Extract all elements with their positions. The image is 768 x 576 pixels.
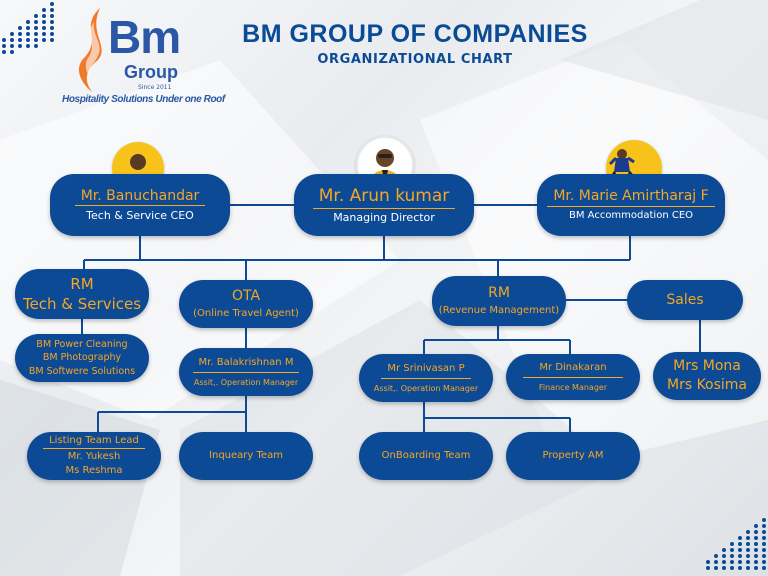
node-inqueary-team[interactable]: Inqueary Team — [179, 432, 313, 480]
node-rm-revenue[interactable]: RM (Revenue Management) — [432, 276, 566, 326]
tech-unit-1: BM Power Cleaning — [36, 338, 128, 350]
node-srinivasan[interactable]: Mr Srinivasan P Assit,. Operation Manage… — [359, 354, 493, 402]
rm-tech-line1: RM — [70, 275, 94, 293]
sales-member-2: Mrs Kosima — [666, 377, 748, 393]
acc-ceo-name: Mr. Marie Amirtharaj F — [547, 188, 715, 207]
ota-subtitle: (Online Travel Agent) — [193, 307, 299, 319]
md-name: Mr. Arun kumar — [312, 186, 456, 209]
listing-member-2: Ms Reshma — [65, 465, 123, 476]
srini-name: Mr Srinivasan P — [381, 363, 471, 379]
bala-name: Mr. Balakrishnan M — [192, 357, 300, 373]
company-logo: Bm Group Since 2011 Hospitality Solution… — [58, 4, 225, 110]
logo-group-text: Group — [124, 62, 178, 82]
md-role: Managing Director — [333, 210, 435, 224]
node-managing-director[interactable]: Mr. Arun kumar Managing Director — [294, 174, 474, 236]
property-label: Property AM — [542, 450, 604, 461]
acc-ceo-role: BM Accommodation CEO — [568, 209, 694, 221]
srini-role: Assit,. Operation Manager — [373, 383, 479, 393]
listing-title: Listing Team Lead — [43, 435, 145, 449]
tech-ceo-name: Mr. Banuchandar — [74, 188, 206, 207]
node-sales[interactable]: Sales — [627, 280, 743, 320]
sales-label: Sales — [666, 291, 704, 308]
node-property-am[interactable]: Property AM — [506, 432, 640, 480]
sales-member-1: Mrs Mona — [673, 358, 741, 375]
tech-ceo-role: Tech & Service CEO — [86, 209, 194, 223]
node-accommodation-ceo[interactable]: Mr. Marie Amirtharaj F BM Accommodation … — [537, 174, 725, 236]
logo-tagline: Hospitality Solutions Under one Roof — [62, 94, 225, 105]
node-rm-tech-services[interactable]: RM Tech & Services — [15, 269, 149, 319]
node-listing-team[interactable]: Listing Team Lead Mr. Yukesh Ms Reshma — [27, 432, 161, 480]
onboarding-label: OnBoarding Team — [381, 450, 471, 461]
bala-role: Assit,. Operation Manager — [193, 377, 299, 387]
flame-logo-icon — [78, 8, 102, 92]
node-ota[interactable]: OTA (Online Travel Agent) — [179, 280, 313, 328]
node-onboarding-team[interactable]: OnBoarding Team — [359, 432, 493, 480]
node-dinakaran[interactable]: Mr Dinakaran Finance Manager — [506, 354, 640, 400]
rm-rev-title: RM — [488, 285, 510, 302]
dots-decoration-top-left — [2, 2, 54, 54]
dinakaran-role: Finance Manager — [538, 382, 608, 392]
dinakaran-name: Mr Dinakaran — [523, 362, 623, 378]
ota-title: OTA — [231, 288, 261, 305]
tech-unit-2: BM Photography — [42, 352, 122, 364]
inqueary-label: Inqueary Team — [209, 450, 283, 461]
page-title: BM GROUP OF COMPANIES — [242, 20, 588, 48]
node-sales-team[interactable]: Mrs Mona Mrs Kosima — [653, 352, 761, 400]
rm-rev-subtitle: (Revenue Management) — [438, 304, 560, 316]
logo-since-text: Since 2011 — [138, 84, 172, 91]
node-tech-units[interactable]: BM Power Cleaning BM Photography BM Soft… — [15, 334, 149, 382]
logo-brand-text: Bm — [108, 11, 181, 63]
dots-decoration-bottom-right — [706, 518, 766, 570]
node-balakrishnan[interactable]: Mr. Balakrishnan M Assit,. Operation Man… — [179, 348, 313, 396]
rm-tech-line2: Tech & Services — [22, 295, 142, 313]
page-subtitle: ORGANIZATIONAL CHART — [317, 52, 513, 67]
tech-unit-3: BM Softwere Solutions — [28, 365, 136, 377]
listing-member-1: Mr. Yukesh — [67, 451, 121, 462]
node-tech-service-ceo[interactable]: Mr. Banuchandar Tech & Service CEO — [50, 174, 230, 236]
